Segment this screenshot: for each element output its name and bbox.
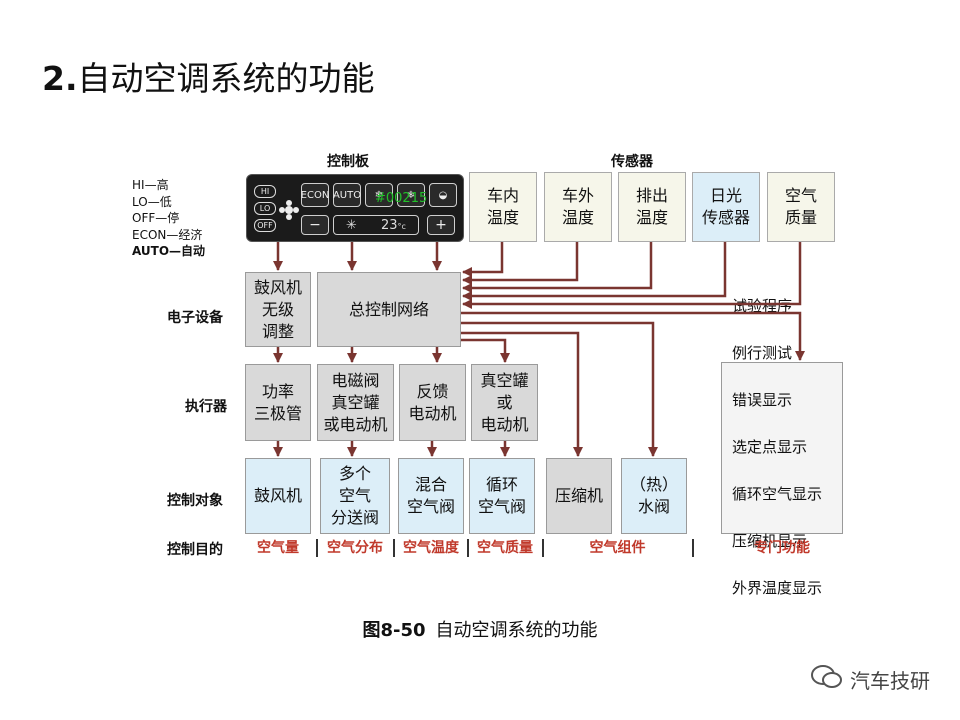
row-label-control-purpose: 控制目的 [167,542,223,558]
special-functions-box: 试验程序 例行测试 错误显示 选定点显示 循环空气显示 压缩机显示 外界温度显示 [721,297,843,597]
purpose-air-volume: 空气量 [257,540,299,556]
temperature-value: 23 [381,217,398,233]
legend: HI—高 LO—低 OFF—停 ECON—经济 AUTO—自动 [132,177,205,260]
purpose-separator [542,539,544,557]
arrow [462,242,727,301]
recirculation-button[interactable]: ◒ [429,183,457,207]
auto-button[interactable]: AUTO [333,183,361,207]
arrow [461,331,583,457]
legend-item: ECON—经济 [132,227,203,242]
purpose-air-temperature: 空气温度 [403,540,459,556]
legend-item: LO—低 [132,194,172,209]
arrow [462,242,579,285]
blower-regulator-box: 鼓风机 无级 调整 [245,272,311,347]
sensor-outlet-temp: 排出 温度 [618,172,686,242]
wechat-icon [810,664,844,695]
row-label-electronics: 电子设备 [167,310,223,326]
row-label-actuators: 执行器 [185,399,227,415]
special-function-item: 外界温度显示 [732,579,823,598]
control-panel: HI LO OFF ECON AUTO ❄ ❄ ◒ − ✳ 23°c + #00… [246,174,464,242]
actuator-feedback-motor: 反馈 电动机 [399,364,466,441]
watermark: 汽车技研 [810,664,930,695]
defrost-rear-button[interactable]: ❄ [397,183,425,207]
special-function-item: 试验程序 [732,297,793,316]
sensor-interior-temp: 车内 温度 [469,172,537,242]
purpose-separator [316,539,318,557]
object-compressor: 压缩机 [546,458,612,534]
row-label-control-objects: 控制对象 [167,493,223,509]
watermark-stamp: #00215 [375,191,428,206]
arrow [461,338,510,363]
purpose-separator [692,539,694,557]
figure-title: 自动空调系统的功能 [435,620,598,641]
figure-caption: 图8-50 自动空调系统的功能 [0,616,960,642]
actuator-solenoid-valve: 电磁阀 真空罐 或电动机 [317,364,394,441]
special-function-item: 错误显示 [732,391,793,410]
actuator-power-transistor: 功率 三极管 [245,364,311,441]
defrost-front-icon: ❄ [374,189,384,201]
special-function-item: 压缩机显示 [732,532,808,551]
purpose-air-distribution: 空气分布 [327,540,383,556]
temperature-display: ✳ 23°c [333,215,419,235]
figure-number: 图8-50 [362,620,426,641]
lo-button[interactable]: LO [254,202,276,215]
sensor-sunlight: 日光 传感器 [692,172,760,242]
temp-down-button[interactable]: − [301,215,329,235]
sensor-exterior-temp: 车外 温度 [544,172,612,242]
control-network-box: 总控制网络 [317,272,461,347]
arrow [462,242,802,309]
legend-item: HI—高 [132,178,169,192]
object-mix-air-valve: 混合 空气阀 [398,458,464,534]
arrow [462,242,504,277]
object-recirculation-valve: 循环 空气阀 [469,458,535,534]
legend-item: AUTO—自动 [132,244,206,258]
sensors-header: 传感器 [611,154,653,170]
control-panel-header: 控制板 [327,154,369,170]
watermark-text: 汽车技研 [850,669,930,693]
legend-item: OFF—停 [132,211,180,225]
special-function-item: 例行测试 [732,344,793,363]
purpose-air-quality: 空气质量 [477,540,533,556]
temperature-unit: °c [397,221,406,231]
econ-button[interactable]: ECON [301,183,329,207]
actuator-vacuum-tank: 真空罐 或 电动机 [471,364,538,441]
purpose-separator [393,539,395,557]
temp-up-button[interactable]: + [427,215,455,235]
page-title: 2.自动空调系统的功能 [42,59,375,98]
sensor-air-quality: 空气 质量 [767,172,835,242]
arrow [461,321,658,457]
purpose-air-components: 空气组件 [589,540,646,556]
defrost-front-button[interactable]: ❄ [365,183,393,207]
off-button[interactable]: OFF [254,219,276,232]
recirculation-icon: ◒ [438,189,448,201]
arrow [462,242,653,293]
hi-button[interactable]: HI [254,185,276,198]
special-function-item: 循环空气显示 [732,485,823,504]
special-function-item: 选定点显示 [732,438,808,457]
arrow [461,311,805,361]
snowflake-icon: ✳ [346,217,357,233]
defrost-rear-icon: ❄ [406,189,416,201]
fan-dial-icon[interactable] [279,200,299,220]
purpose-separator [467,539,469,557]
purpose-special-functions: 专门功能 [754,540,810,556]
object-blower: 鼓风机 [245,458,311,534]
object-air-distribution-valves: 多个 空气 分送阀 [320,458,390,534]
object-hot-water-valve: （热） 水阀 [621,458,687,534]
